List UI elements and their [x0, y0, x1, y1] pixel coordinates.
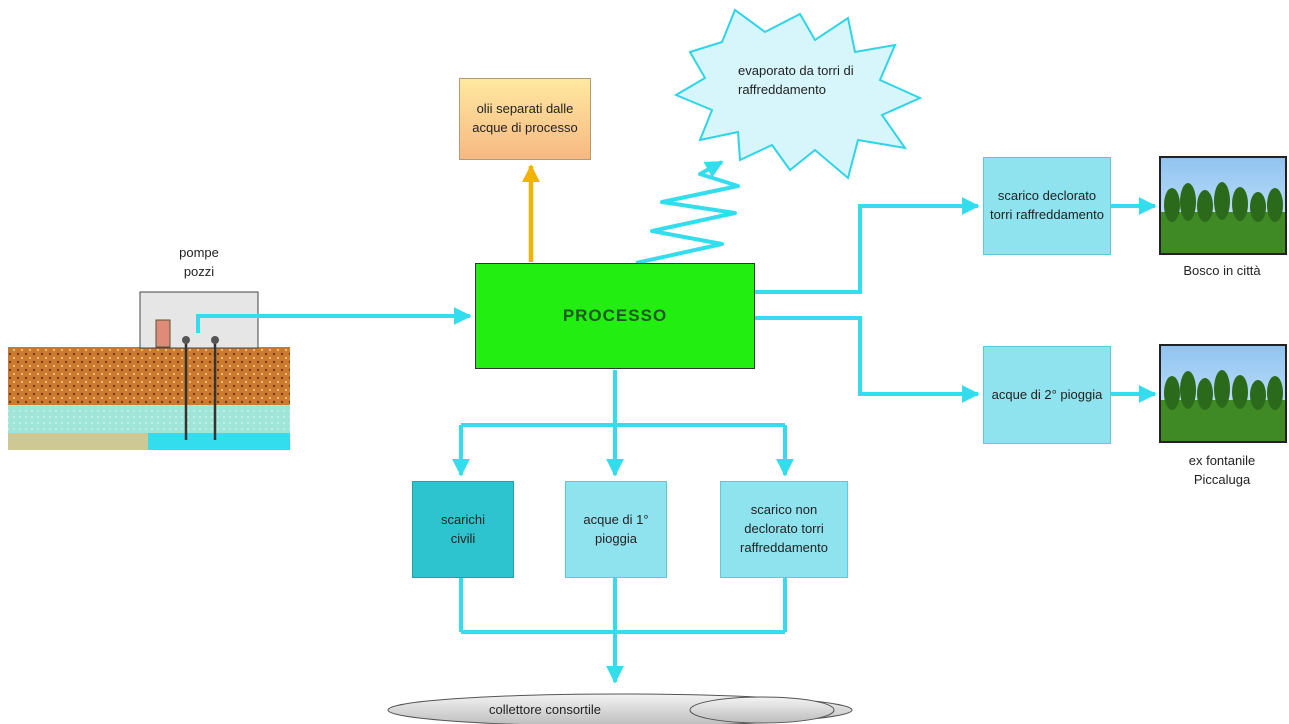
lower-distribution-arrows — [452, 370, 794, 477]
process-label: PROCESSO — [562, 305, 668, 325]
arrow-process-to-second-rain — [755, 316, 980, 403]
soil-layer-icon — [8, 347, 290, 450]
well-pipe-icon — [182, 336, 219, 440]
non-dechlorinated-discharge-box: scarico non declorato torri raffreddamen… — [720, 481, 848, 578]
second-rain-label: acque di 2° pioggia — [991, 386, 1103, 402]
collector-arrows — [459, 578, 787, 684]
process-box: PROCESSO — [475, 263, 755, 369]
dechlorinated-discharge-label: scarico declorato torri raffreddamento — [990, 188, 1104, 222]
collector-label: collettore consortile — [489, 702, 601, 717]
forest-destination-label: Bosco in città — [1183, 263, 1261, 278]
springs-destination-label: ex fontanile Piccaluga — [1188, 453, 1256, 487]
arrow-process-to-evaporation — [635, 160, 740, 265]
civil-discharge-box: scarichi civili — [412, 481, 514, 578]
arrow-pumps-to-process — [196, 307, 472, 333]
oils-box: olii separati dalle acque di processo — [459, 78, 591, 160]
evaporated-label: evaporato da torri di raffreddamento — [738, 63, 854, 97]
non-dechlorinated-discharge-label: scarico non declorato torri raffreddamen… — [740, 502, 828, 555]
forest-picture-icon — [1159, 344, 1287, 443]
civil-discharge-label: scarichi civili — [440, 511, 486, 546]
forest-picture-icon — [1159, 156, 1287, 255]
second-rain-box: acque di 2° pioggia — [983, 346, 1111, 444]
first-rain-label: acque di 1° pioggia — [583, 511, 649, 546]
oils-label: olii separati dalle acque di processo — [472, 101, 578, 135]
pumps-label: pompe pozzi — [179, 245, 219, 279]
collector-shape — [387, 693, 853, 724]
dechlorinated-discharge-box: scarico declorato torri raffreddamento — [983, 157, 1111, 255]
pump-house-icon — [139, 291, 259, 349]
first-rain-box: acque di 1° pioggia — [565, 481, 667, 578]
arrow-process-to-dechlorinated — [755, 197, 980, 294]
evaporation-cloud — [673, 8, 923, 180]
